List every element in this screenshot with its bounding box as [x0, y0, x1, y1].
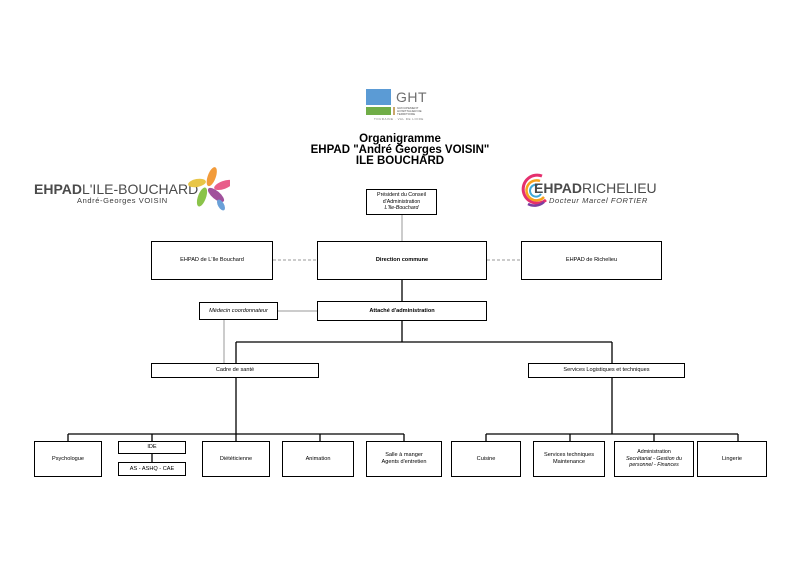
- ght-logo-text: GHT: [396, 89, 428, 105]
- box-ehpad-ile-bouchard: EHPAD de L'Ile Bouchard: [151, 241, 273, 280]
- administration-line-2: Secrétariat - Gestion du: [626, 455, 682, 462]
- administration-line-1: Administration: [637, 449, 671, 456]
- as-ashq-label: AS - ASHQ - CAE: [129, 465, 175, 472]
- medecin-label: Médecin coordonnateur: [209, 307, 268, 314]
- ght-logo-green-block: [366, 107, 391, 115]
- attache-label: Attaché d'administration: [369, 307, 435, 314]
- flower-icon: [188, 167, 230, 211]
- box-services-techniques: Services techniques Maintenance: [533, 441, 605, 477]
- lingerie-label: Lingerie: [722, 455, 742, 462]
- box-as-ashq-cae: AS - ASHQ - CAE: [118, 462, 186, 476]
- title-line-3: ILE BOUCHARD: [355, 155, 445, 167]
- box-cadre-sante: Cadre de santé: [151, 363, 319, 378]
- box-services-logistiques: Services Logistiques et techniques: [528, 363, 685, 378]
- psychologue-label: Psychologue: [51, 455, 85, 462]
- president-line-2: d'Administration: [382, 198, 421, 205]
- ide-label: IDE: [147, 444, 157, 450]
- box-president-conseil: Président du Conseil d'Administration L'…: [366, 189, 437, 215]
- ght-logo-subline-3: TERRITOIRE: [397, 112, 416, 116]
- box-medecin-coordonnateur: Médecin coordonnateur: [199, 302, 278, 320]
- president-line-3: L'Ile-Bouchard: [384, 205, 419, 212]
- ght-logo-blue-block: [366, 89, 391, 105]
- logo-left-main-b: L'ILE-BOUCHARD: [81, 181, 199, 197]
- logo-right-main-b: RICHELIEU: [581, 180, 657, 196]
- box-cuisine: Cuisine: [451, 441, 521, 477]
- animation-label: Animation: [305, 455, 331, 462]
- services-log-label: Services Logistiques et techniques: [563, 367, 650, 373]
- ght-logo-subline-2: HOSPITALIER DE: [397, 109, 422, 113]
- box-salle-manger: Salle à manger Agents d'entretien: [366, 441, 442, 477]
- president-line-1: Président du Conseil: [377, 192, 426, 199]
- salle-line-1: Salle à manger: [385, 452, 423, 459]
- logo-ehpad-richelieu: EHPADRICHELIEU Docteur Marcel FORTIER: [515, 172, 715, 212]
- logo-right-main-a: EHPAD: [534, 180, 582, 196]
- logo-right-sub: Docteur Marcel FORTIER: [549, 196, 648, 205]
- ght-logo-bottom: TOURAINE · VAL DE LOIRE: [374, 117, 424, 121]
- cuisine-label: Cuisine: [476, 455, 496, 462]
- ght-logo-subline-1: GROUPEMENT: [397, 106, 419, 110]
- box-lingerie: Lingerie: [697, 441, 767, 477]
- title-line-2: EHPAD "André Georges VOISIN": [310, 144, 490, 156]
- logo-left-main-a: EHPAD: [34, 181, 82, 197]
- salle-line-2: Agents d'entretien: [381, 459, 427, 465]
- box-direction-commune: Direction commune: [317, 241, 487, 280]
- ehpad-ile-label: EHPAD de L'Ile Bouchard: [180, 257, 244, 263]
- services-tech-line-2: Maintenance: [552, 459, 586, 465]
- logo-left-sub: André-Georges VOISIN: [77, 196, 168, 205]
- cadre-label: Cadre de santé: [215, 367, 255, 373]
- box-ehpad-richelieu: EHPAD de Richelieu: [521, 241, 662, 280]
- logo-ehpad-ile-bouchard: EHPADL'ILE-BOUCHARD André-Georges VOISIN: [30, 165, 230, 215]
- box-psychologue: Psychologue: [34, 441, 102, 477]
- box-dieteticienne: Diététicienne: [202, 441, 270, 477]
- dieteticienne-label: Diététicienne: [219, 455, 253, 462]
- box-administration: Administration Secrétariat - Gestion du …: [614, 441, 694, 477]
- ght-logo: GHT GROUPEMENT HOSPITALIER DE TERRITOIRE…: [366, 89, 438, 121]
- page-title: Organigramme EHPAD "André Georges VOISIN…: [250, 133, 550, 167]
- swirl-icon: [521, 173, 547, 207]
- box-ide: IDE: [118, 441, 186, 454]
- title-line-1: Organigramme: [359, 133, 441, 145]
- ght-logo-tan-bar: [393, 107, 395, 115]
- direction-label: Direction commune: [375, 257, 429, 263]
- box-animation: Animation: [282, 441, 354, 477]
- administration-line-3: personnel - Finances: [629, 462, 679, 469]
- ehpad-richelieu-label: EHPAD de Richelieu: [565, 257, 618, 263]
- services-tech-line-1: Services techniques: [543, 452, 595, 459]
- box-attache-administration: Attaché d'administration: [317, 301, 487, 321]
